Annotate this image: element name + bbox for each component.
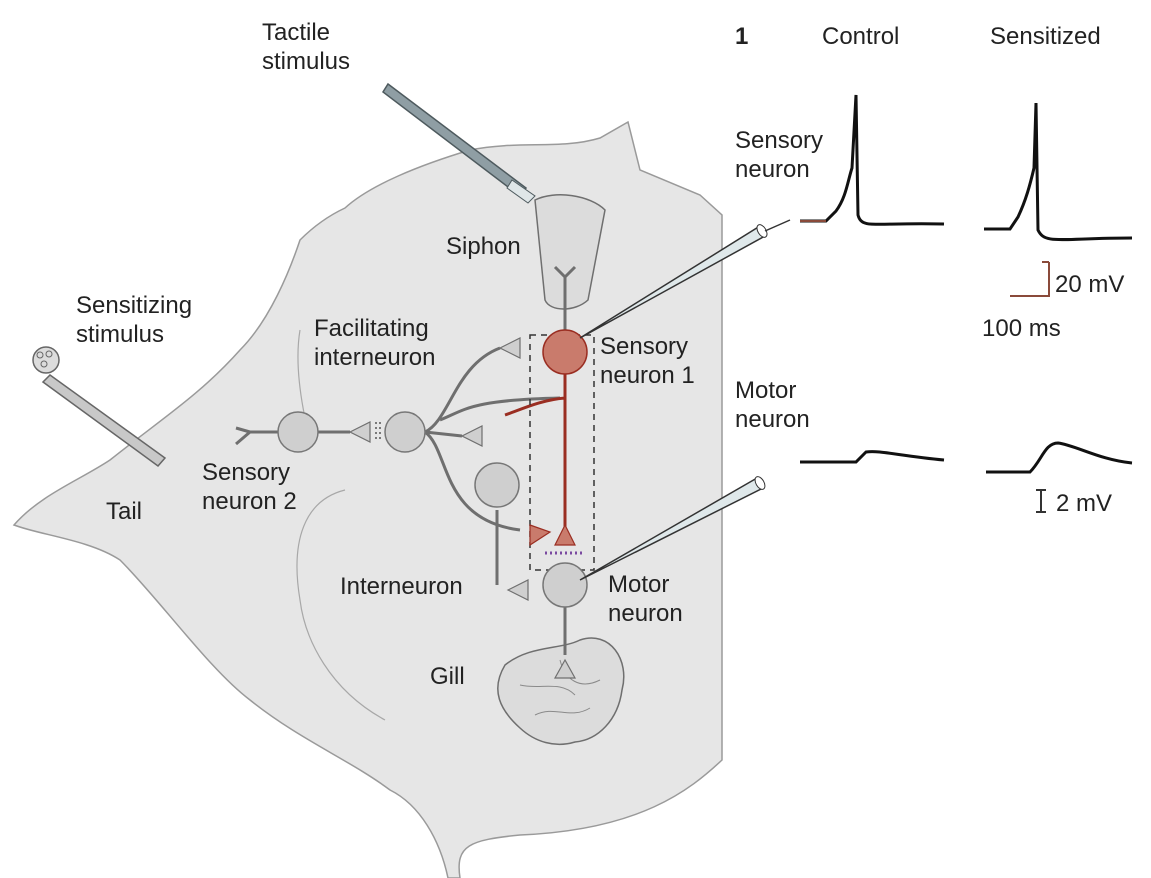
scale-bar-sensory — [1010, 262, 1049, 296]
label-sensitizing-stimulus: Sensitizing stimulus — [76, 291, 192, 349]
row-label-sensory-neuron: Sensory neuron — [735, 126, 823, 184]
label-facilitating-interneuron: Facilitating interneuron — [314, 314, 435, 372]
label-tactile-stimulus: Tactile stimulus — [262, 18, 350, 76]
label-sensory-neuron-1: Sensory neuron 1 — [600, 332, 695, 390]
trace-motor-control — [800, 452, 944, 462]
scale-label-100ms: 100 ms — [982, 314, 1061, 343]
column-header-sensitized: Sensitized — [990, 22, 1101, 51]
motor-neuron-soma — [543, 563, 587, 607]
trace-motor-sensitized — [986, 443, 1132, 472]
row-label-motor-neuron: Motor neuron — [735, 376, 810, 434]
sensory-neuron-1-soma — [543, 330, 587, 374]
label-tail: Tail — [106, 497, 142, 526]
scale-label-2mv: 2 mV — [1056, 489, 1112, 518]
scale-bar-motor — [1036, 490, 1046, 512]
interneuron-soma — [475, 463, 519, 507]
scale-label-20mv: 20 mV — [1055, 270, 1124, 299]
label-siphon: Siphon — [446, 232, 521, 261]
label-gill: Gill — [430, 662, 465, 691]
label-motor-neuron: Motor neuron — [608, 570, 683, 628]
label-sensory-neuron-2: Sensory neuron 2 — [202, 458, 297, 516]
sensory-neuron-2-soma — [278, 412, 318, 452]
column-header-control: Control — [822, 22, 899, 51]
label-interneuron: Interneuron — [340, 572, 463, 601]
trace-sensory-sensitized — [984, 103, 1132, 240]
facilitating-interneuron-soma — [385, 412, 425, 452]
sensitizing-probe — [33, 347, 165, 466]
panel-number: 1 — [735, 22, 748, 51]
